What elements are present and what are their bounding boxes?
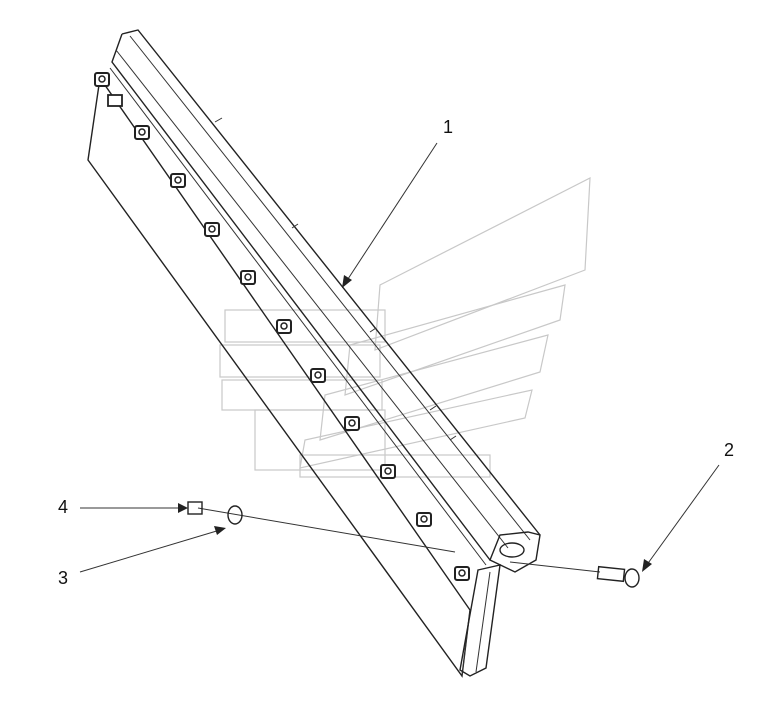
nut — [454, 566, 470, 581]
callout-3: 3 — [58, 568, 68, 588]
nut — [416, 512, 432, 527]
leader-lines — [79, 142, 720, 573]
callout-1: 1 — [443, 117, 453, 137]
callout-2: 2 — [724, 440, 734, 460]
nut — [380, 464, 396, 479]
nut — [276, 319, 292, 334]
callout-4: 4 — [58, 497, 68, 517]
nut — [134, 125, 150, 140]
nut-row — [94, 72, 470, 581]
nut — [204, 222, 220, 237]
nut — [240, 270, 256, 285]
nut — [170, 173, 186, 188]
bolt — [107, 94, 123, 107]
nut — [94, 72, 110, 87]
watermark-logo — [219, 176, 591, 478]
end-bracket — [459, 564, 501, 677]
washer-and-nut — [187, 501, 456, 553]
pin-bolt — [509, 561, 640, 588]
nut — [310, 368, 326, 383]
nut — [344, 416, 360, 431]
rail-bar — [109, 29, 541, 573]
